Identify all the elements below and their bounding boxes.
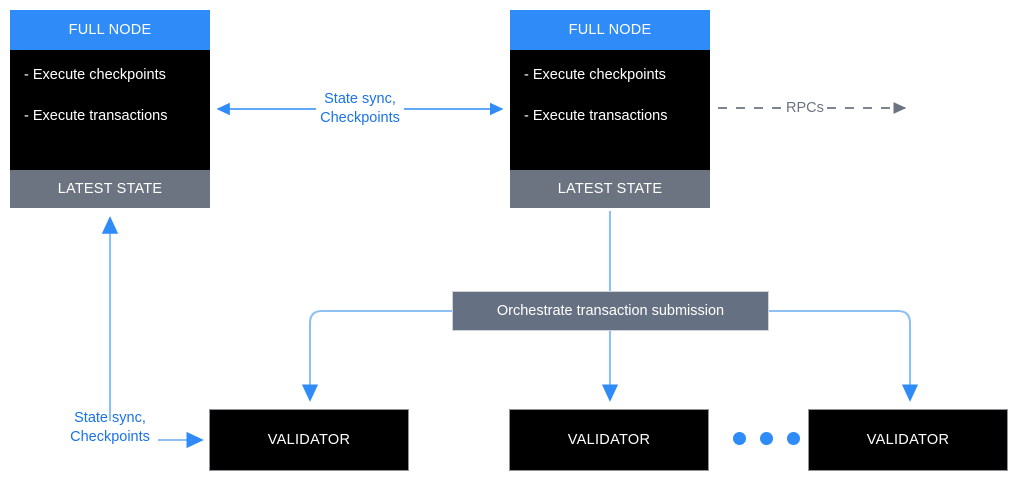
ellipsis-dot-2 xyxy=(760,432,773,445)
edge-label-state-sync-checkpoints-bottom: State sync, Checkpoints xyxy=(70,410,150,445)
ellipsis-dot-1 xyxy=(733,432,746,445)
full-node-card-2[interactable]: FULL NODE - Execute checkpoints - Execut… xyxy=(510,10,710,208)
full-node-body-2: - Execute checkpoints - Execute transact… xyxy=(510,50,710,170)
full-node-bullet-execute-transactions-2: - Execute transactions xyxy=(524,108,668,125)
full-node-header-1: FULL NODE xyxy=(10,10,210,50)
full-node-bullet-execute-checkpoints-1: - Execute checkpoints xyxy=(24,67,166,83)
edge-label-rpcs: RPCs xyxy=(784,99,826,117)
full-node-footer-latest-state-1: LATEST STATE xyxy=(10,170,210,208)
full-node-bullet-execute-checkpoints-2: - Execute checkpoints xyxy=(524,67,666,83)
edge-orchestrate-to-validator-1 xyxy=(301,309,452,402)
orchestrate-transaction-submission-box[interactable]: Orchestrate transaction submission xyxy=(452,291,769,331)
full-node-body-1: - Execute checkpoints - Execute transact… xyxy=(10,50,210,170)
validator-box-2[interactable]: VALIDATOR xyxy=(509,409,709,471)
validator-ellipsis-dots xyxy=(733,432,800,445)
validator-box-3[interactable]: VALIDATOR xyxy=(808,409,1008,471)
full-node-bullet-execute-transactions-1: - Execute transactions xyxy=(24,108,168,125)
ellipsis-dot-3 xyxy=(787,432,800,445)
edge-label-state-sync-checkpoints-top: State sync, Checkpoints xyxy=(320,91,400,126)
full-node-card-1[interactable]: FULL NODE - Execute checkpoints - Execut… xyxy=(10,10,210,208)
full-node-header-2: FULL NODE xyxy=(510,10,710,50)
validator-box-1[interactable]: VALIDATOR xyxy=(209,409,409,471)
edge-orchestrate-to-validator-3 xyxy=(769,309,919,402)
full-node-footer-latest-state-2: LATEST STATE xyxy=(510,170,710,208)
